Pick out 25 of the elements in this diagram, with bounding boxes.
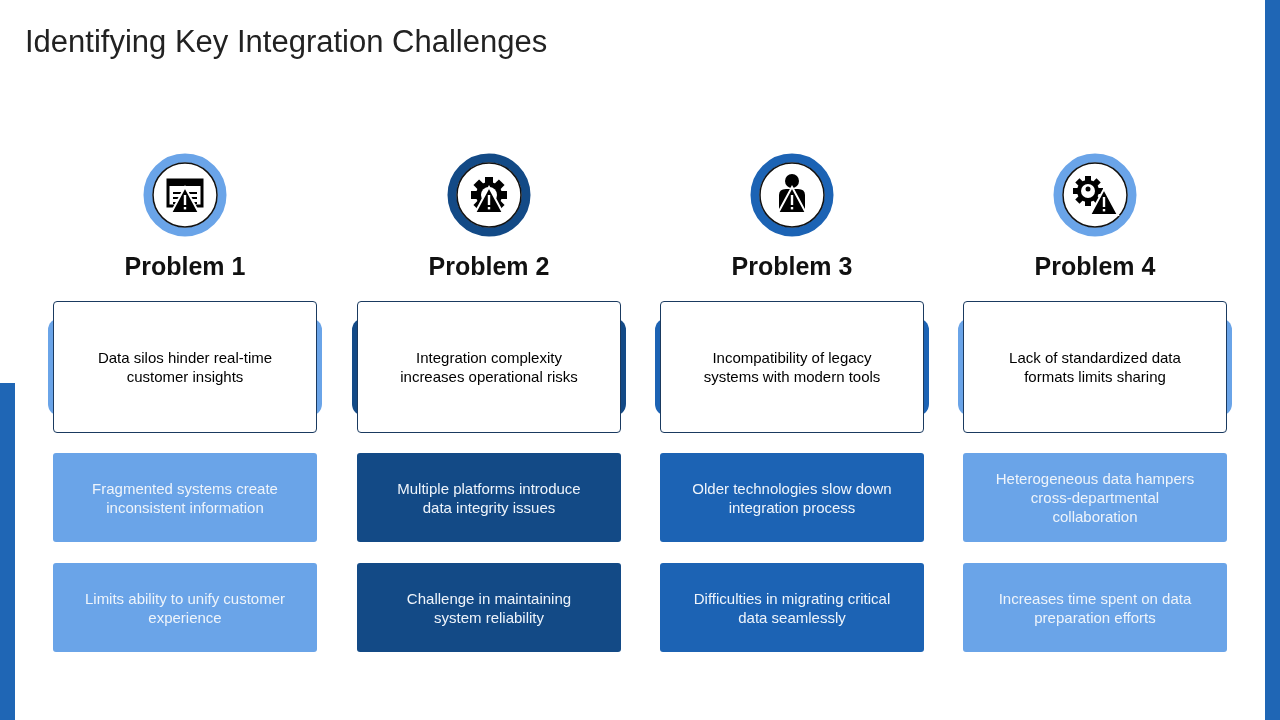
challenge-box [357, 563, 621, 652]
challenge-box [53, 453, 317, 542]
card-text: Incompatibility of legacy systems with modern tools [702, 348, 882, 386]
card-text: Data silos hinder real-time customer insights [96, 348, 274, 386]
slide-title: Identifying Key Integration Challenges [25, 24, 548, 60]
card-text: Difficulties in migrating critical data seamlessly [692, 588, 892, 627]
problem-heading: Problem 1 [123, 252, 247, 281]
card-text: Heterogeneous data hampers cross-departmental collaboration [994, 469, 1196, 526]
card-text: Integration complexity increases operational risks [399, 348, 579, 386]
problem-heading: Problem 3 [730, 252, 854, 281]
card-text: Older technologies slow down integration process [691, 478, 893, 517]
card-text: Lack of standardized data formats limits sharing [1008, 348, 1182, 386]
card-text: Fragmented systems create inconsistent information [91, 478, 279, 517]
challenge-box [963, 453, 1227, 542]
card-text: Limits ability to unify customer experience [83, 588, 287, 627]
problem-heading: Problem 2 [427, 252, 551, 281]
card-text: Challenge in maintaining system reliability [405, 588, 573, 627]
card-text: Increases time spent on data preparation efforts [997, 588, 1193, 627]
challenge-box [963, 563, 1227, 652]
challenge-box [357, 453, 621, 542]
challenge-box [53, 563, 317, 652]
challenge-box [660, 563, 924, 652]
challenge-box [660, 453, 924, 542]
card-text: Multiple platforms introduce data integrity issues [396, 478, 582, 517]
problem-heading: Problem 4 [1033, 252, 1157, 281]
